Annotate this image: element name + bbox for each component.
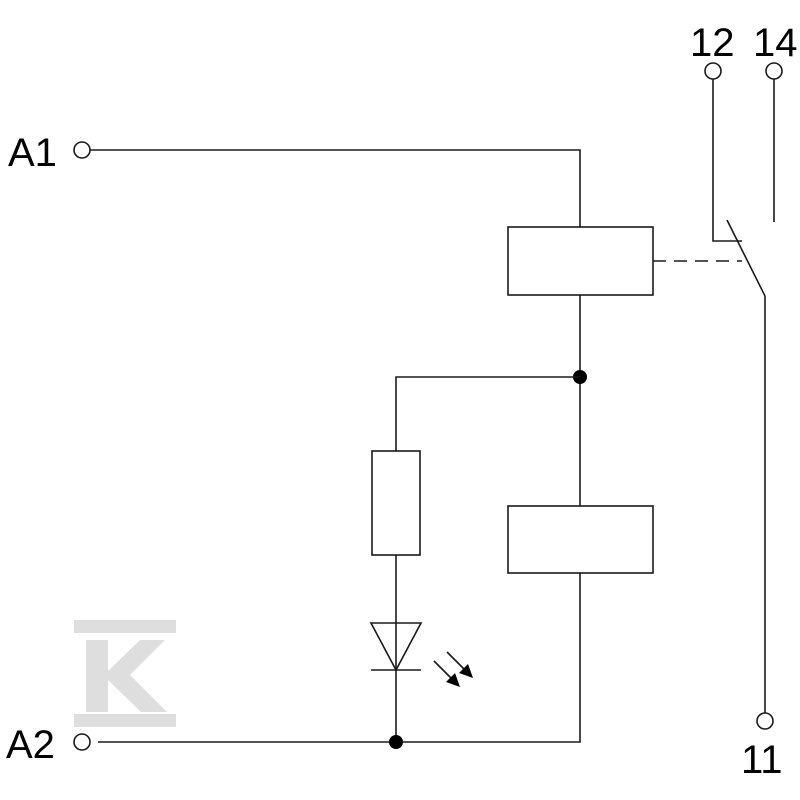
terminal-11	[756, 712, 774, 730]
k-logo-watermark-icon	[74, 620, 176, 727]
led-diode-icon	[369, 622, 423, 672]
label-a2: A2	[6, 723, 55, 767]
junction-dot-lower	[389, 735, 403, 749]
label-14: 14	[753, 21, 798, 65]
switch-blade	[726, 219, 766, 297]
label-11: 11	[741, 738, 783, 782]
wire-lower-coil-to-a2	[98, 573, 581, 743]
light-emission-arrows-icon	[433, 651, 473, 687]
label-a1: A1	[8, 131, 57, 175]
wire-led-branch-top	[395, 376, 580, 451]
wire-contact-12	[712, 79, 742, 242]
relay-coil-lower	[507, 505, 654, 574]
terminal-a1	[73, 141, 91, 159]
terminal-12	[704, 62, 722, 80]
label-12: 12	[690, 21, 735, 65]
terminal-14	[765, 62, 783, 80]
relay-coil-upper	[507, 226, 654, 296]
resistor	[371, 450, 421, 556]
wire-a1-to-coil	[90, 149, 581, 227]
terminal-a2	[73, 733, 91, 751]
